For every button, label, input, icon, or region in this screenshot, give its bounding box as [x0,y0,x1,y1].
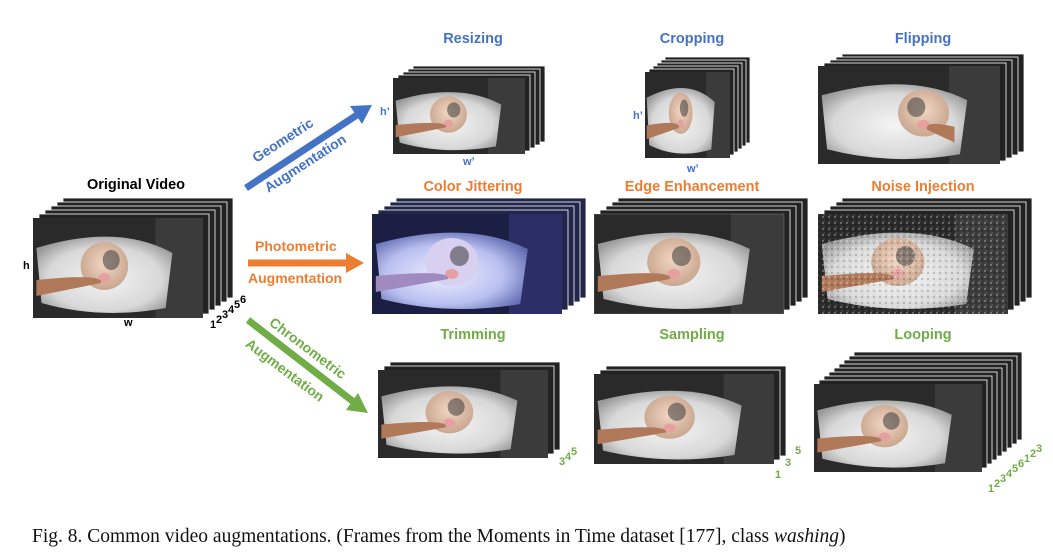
looping-frame-stack [814,351,1023,472]
geometric-arrowhead [350,105,372,124]
original-h-label: h [23,260,30,272]
trimming-frame-number: 5 [571,446,578,458]
looping-frame-number: 1 [988,483,995,495]
original-frame-number: 5 [234,299,241,311]
photometric-arrow-label-1: Photometric [255,238,337,254]
edge-enhancement-title: Edge Enhancement [624,179,760,195]
original-video-frame-stack [33,197,234,318]
sampling-frame-stack [594,365,787,464]
looping-frame-number: 2 [1030,448,1037,460]
flipping-frame-stack [818,53,1025,164]
geometric-arrow [244,110,362,191]
caption-class-name: washing [774,526,840,547]
looping-frame-number: 1 [1024,453,1031,465]
trimming-frame-stack [378,361,561,458]
cropping-frame-stack [645,56,751,158]
color-jittering-frame-stack [372,197,587,314]
chronometric-arrowhead [346,393,368,413]
trimming-title: Trimming [440,327,506,343]
original-w-label: w [124,317,133,329]
cropping-title: Cropping [659,31,725,47]
original-video-title: Original Video [86,177,186,193]
looping-frame-number: 2 [994,478,1001,490]
looping-frame-number: 5 [1012,463,1019,475]
cropping-w-label: w’ [687,163,699,175]
edge-enhancement-frame-stack [593,197,809,315]
resizing-h-label: h’ [380,106,390,118]
flipping-title: Flipping [894,31,952,47]
sampling-frame-number: 5 [795,445,802,457]
original-frame-number: 4 [228,304,235,316]
resizing-w-label: w’ [463,156,475,168]
caption-suffix: ) [839,526,846,547]
augmentation-figure: Original Video Resizing Cropping Flippin… [23,31,1043,495]
resizing-title: Resizing [443,31,503,47]
figure-artwork [33,53,1033,472]
caption-prefix: Fig. 8. Common video augmentations. (Fra… [32,526,775,547]
looping-frame-number: 3 [1036,443,1043,455]
photometric-arrowhead [346,253,364,273]
sampling-frame-number: 3 [785,457,792,469]
original-frame-number: 3 [222,309,229,321]
photometric-arrow-label-2: Augmentation [248,270,343,286]
figure-caption: Fig. 8. Common video augmentations. (Fra… [32,526,846,548]
trimming-frame-number: 3 [559,456,566,468]
sampling-frame-number: 1 [775,469,782,481]
resizing-frame-stack [393,65,546,154]
sampling-title: Sampling [659,327,725,343]
chronometric-arrow [245,317,358,406]
noise-injection-frame-stack [818,197,1033,314]
color-jittering-title: Color Jittering [423,179,523,195]
looping-frame-number: 4 [1006,468,1013,480]
original-frame-number: 2 [216,314,223,326]
trimming-frame-number: 4 [565,451,572,463]
original-frame-number: 1 [210,319,217,331]
cropping-h-label: h’ [633,110,643,122]
looping-frame-number: 6 [1018,458,1025,470]
looping-frame-number: 3 [1000,473,1007,485]
noise-injection-title: Noise Injection [871,179,975,195]
looping-title: Looping [894,327,952,343]
original-frame-number: 6 [240,294,247,306]
